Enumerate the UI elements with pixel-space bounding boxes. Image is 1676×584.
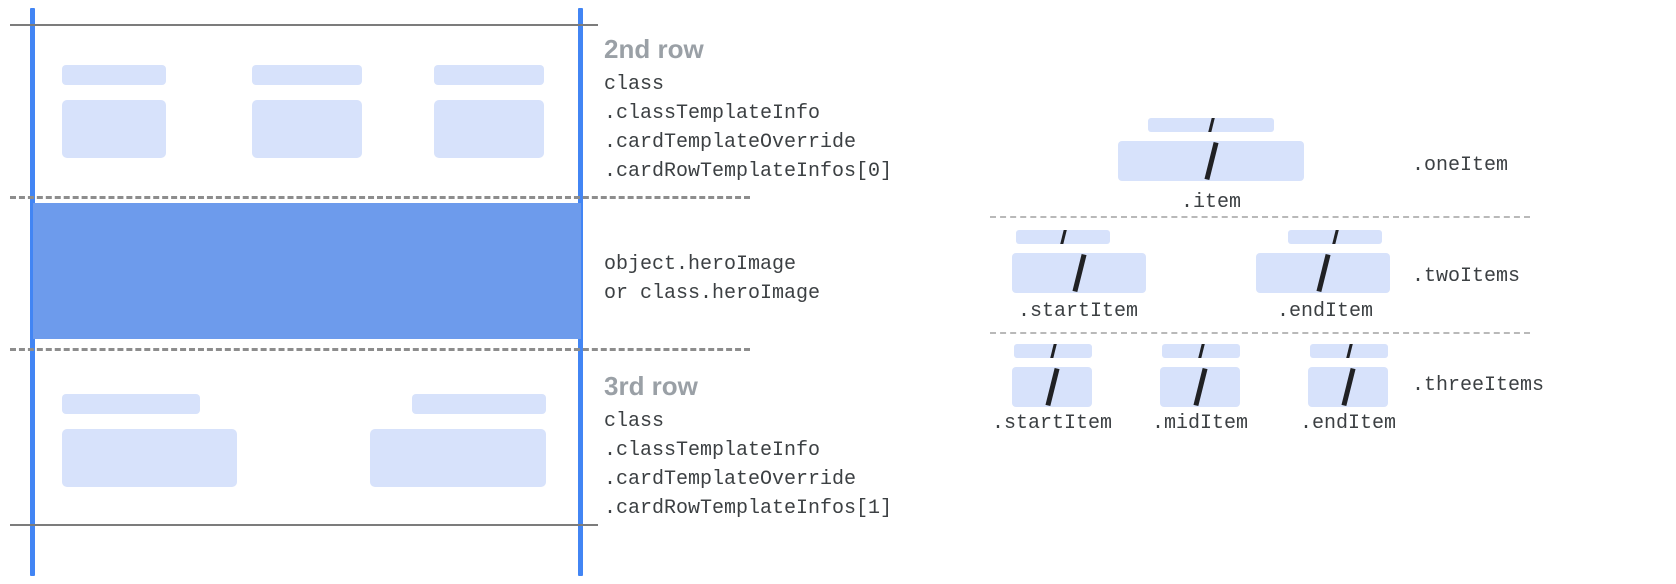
two-items-start-slot: [1012, 230, 1146, 293]
three-items-end-title-bar: [1310, 344, 1388, 358]
three-items-group-label: .threeItems: [1412, 374, 1545, 397]
row2-item2-title-placeholder: [252, 65, 362, 85]
three-items-end-body-bar: [1308, 367, 1388, 407]
three-items-start-body-bar: [1012, 367, 1092, 407]
two-items-start-title-bar: [1016, 230, 1110, 244]
slash-icon: [1072, 253, 1087, 293]
row3-item1-body-placeholder: [62, 429, 237, 487]
left-guide-line: [30, 8, 35, 576]
three-items-mid-body-bar: [1160, 367, 1240, 407]
three-items-mid-title-bar: [1162, 344, 1240, 358]
two-items-end-slot: [1256, 230, 1390, 293]
row2-item3-body-placeholder: [434, 100, 544, 158]
three-items-start-slot: [1012, 344, 1092, 407]
slash-icon: [1316, 253, 1331, 293]
two-items-group-label: .twoItems: [1412, 265, 1521, 288]
slash-icon: [1045, 367, 1060, 407]
slash-icon: [1206, 118, 1217, 132]
card-mock: [0, 0, 750, 584]
slash-icon: [1196, 344, 1207, 358]
two-items-end-label: .endItem: [1276, 300, 1373, 323]
two-items-start-label: .startItem: [1017, 300, 1139, 323]
row3-item1-title-placeholder: [62, 394, 200, 414]
three-items-end-label: .endItem: [1299, 412, 1396, 435]
variant-separator-2: [990, 332, 1530, 334]
three-items-end-slot: [1308, 344, 1388, 407]
second-row-code: class .classTemplateInfo .cardTemplateOv…: [604, 73, 893, 183]
second-row-heading: 2nd row: [604, 34, 704, 64]
three-items-mid-label: .midItem: [1151, 412, 1248, 435]
two-items-start-body-bar: [1012, 253, 1146, 293]
one-item-group-label: .oneItem: [1412, 154, 1509, 177]
slash-icon: [1193, 367, 1208, 407]
slash-icon: [1341, 367, 1356, 407]
variant-separator-1: [990, 216, 1530, 218]
three-items-mid-slot: [1160, 344, 1240, 407]
slash-icon: [1048, 344, 1059, 358]
third-row-heading: 3rd row: [604, 371, 698, 401]
one-item-slot-body-bar: [1118, 141, 1304, 181]
three-items-start-title-bar: [1014, 344, 1092, 358]
slash-icon: [1204, 141, 1219, 181]
row2-item3-title-placeholder: [434, 65, 544, 85]
one-item-slot-label: .item: [1180, 191, 1241, 214]
two-items-end-title-bar: [1288, 230, 1382, 244]
row-separator-top: [10, 196, 750, 199]
slash-icon: [1058, 230, 1069, 244]
slash-icon: [1344, 344, 1355, 358]
one-item-slot-title-bar: [1148, 118, 1274, 132]
row2-item1-title-placeholder: [62, 65, 166, 85]
annotation-second-row: 2nd row class .classTemplateInfo .cardTe…: [604, 34, 892, 186]
row-separator-bottom: [10, 348, 750, 351]
card-bottom-rule: [10, 524, 598, 526]
row2-item2-body-placeholder: [252, 100, 362, 158]
hero-image-code: object.heroImage or class.heroImage: [604, 253, 821, 305]
annotation-hero-image: object.heroImage or class.heroImage: [604, 250, 820, 308]
two-items-end-body-bar: [1256, 253, 1390, 293]
three-items-start-label: .startItem: [991, 412, 1113, 435]
one-item-slot: [1118, 118, 1304, 181]
third-row-code: class .classTemplateInfo .cardTemplateOv…: [604, 410, 893, 520]
annotation-third-row: 3rd row class .classTemplateInfo .cardTe…: [604, 371, 892, 523]
hero-image-band: [33, 203, 581, 339]
row3-item2-body-placeholder: [370, 429, 546, 487]
row2-item1-body-placeholder: [62, 100, 166, 158]
slash-icon: [1330, 230, 1341, 244]
card-top-rule: [10, 24, 598, 26]
row3-item2-title-placeholder: [412, 394, 546, 414]
